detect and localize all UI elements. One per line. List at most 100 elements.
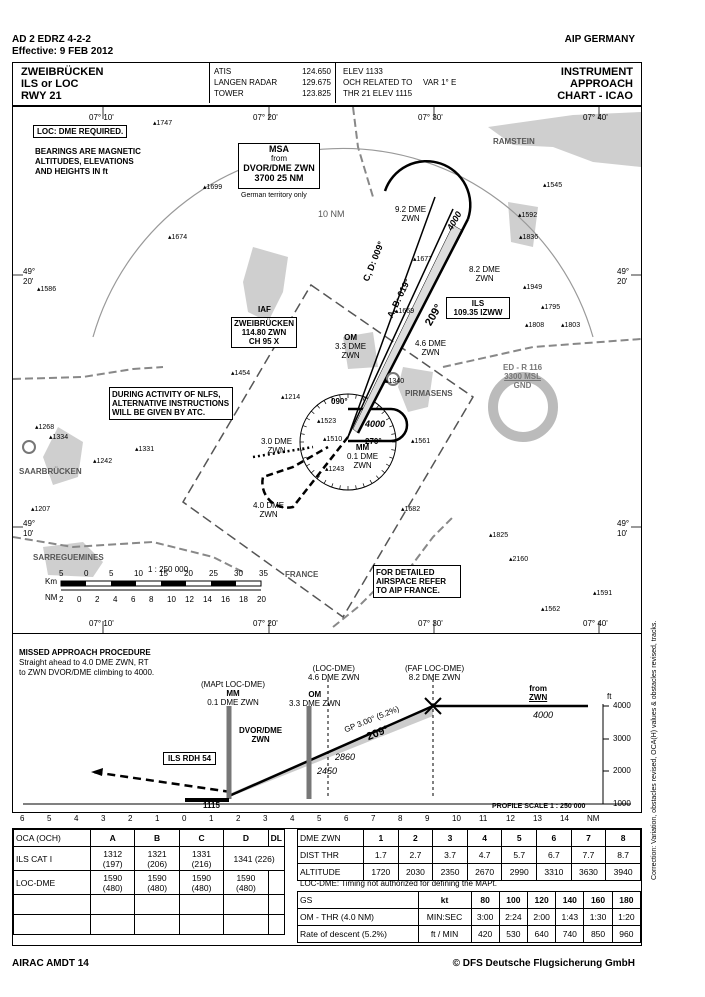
nm-row-tick: 2 <box>128 814 133 823</box>
ft-tick: 1000 <box>613 799 631 808</box>
rose-tick <box>369 479 373 484</box>
spot-elevation: ▴1808 <box>525 322 545 329</box>
ils-title: ILS <box>471 299 485 308</box>
fix-top: OM <box>308 690 322 699</box>
chart-type-line: INSTRUMENT <box>560 66 633 78</box>
latitude-label: 10' <box>23 529 34 538</box>
dvor-line: DVOR/DME <box>239 726 283 735</box>
table-cell: 960 <box>611 925 642 943</box>
nm-row-tick: 5 <box>317 814 322 823</box>
freq-value: 129.675 <box>302 78 331 87</box>
from-label: from <box>529 684 547 693</box>
terrain-shading <box>343 332 378 369</box>
spot-elevation: ▴1523 <box>317 418 337 425</box>
msa-station: DVOR/DME ZWN <box>243 163 315 173</box>
iaf-channel: CH 95 X <box>248 337 280 346</box>
scale-nm-tick: 18 <box>239 595 248 604</box>
table-cell: 2 <box>397 829 434 847</box>
nm-row-tick: 11 <box>479 814 488 823</box>
rose-tick <box>316 475 320 479</box>
latitude-label: 49° <box>617 267 630 276</box>
oca-table: OCA (OCH) A B C D DL ILS CAT I 1312 (197… <box>13 829 286 935</box>
spot-elevation: ▴1242 <box>93 458 113 465</box>
table-cell: 1312 (197) <box>89 846 136 871</box>
terrain-shading <box>243 247 288 322</box>
table-header: A <box>89 829 136 847</box>
rose-tick <box>362 396 365 401</box>
scale-nm-tick: 4 <box>113 595 118 604</box>
spot-elevation: ▴1949 <box>523 284 543 291</box>
threshold-elevation-profile: 1115 <box>203 801 220 810</box>
table-cell: 1:43 <box>555 908 585 926</box>
longitude-label: 07° 40' <box>583 113 608 122</box>
refer-note-line: FOR DETAILED <box>376 568 435 577</box>
nm-row-tick: 8 <box>398 814 403 823</box>
border-line <box>13 366 164 380</box>
table-cell: 6.7 <box>536 846 572 864</box>
fix-label: 4.6 DME <box>415 339 447 348</box>
spot-elevation: ▴1243 <box>325 466 345 473</box>
rose-tick <box>391 449 396 451</box>
table-header: C <box>178 829 225 847</box>
fix-label: 3.3 DME <box>335 342 367 351</box>
fix-top: (MAPt LOC-DME) <box>201 680 265 689</box>
table-cell: 4 <box>466 829 503 847</box>
table-cell: 1341 (226) <box>223 846 285 871</box>
spot-elevation: ▴1682 <box>401 506 421 513</box>
chart-type-line: CHART - ICAO <box>557 90 633 102</box>
fix-top: (LOC-DME) <box>312 664 355 673</box>
table-header: OCA (OCH) <box>13 829 91 847</box>
freq-name: TOWER <box>214 89 244 98</box>
missed-approach-line <box>92 770 232 794</box>
restricted-name: ED - R 116 <box>503 363 543 372</box>
spot-elevation: ▴1803 <box>561 322 581 329</box>
table-cell: 420 <box>470 925 500 943</box>
longitude-label: 07° 20' <box>253 619 278 628</box>
activity-note-line: ALTERNATIVE INSTRUCTIONS <box>112 399 230 408</box>
nm-row-tick: 4 <box>74 814 79 823</box>
table-cell: 2:24 <box>498 908 528 926</box>
hold-outbound: 270° <box>365 437 382 446</box>
longitude-label: 07° 10' <box>89 619 114 628</box>
nm-row-tick: 4 <box>290 814 295 823</box>
rose-tick <box>302 425 307 428</box>
fix-label: 4.0 DME <box>253 501 285 510</box>
scale-km-tick: 0 <box>84 569 89 578</box>
place-sarreguemines: SARREGUEMINES <box>33 553 104 562</box>
bearings-note-line: BEARINGS ARE MAGNETIC <box>35 147 141 156</box>
rose-tick <box>331 483 334 488</box>
from-label: ZWN <box>529 693 548 702</box>
table-cell: LOC-DME <box>13 870 91 895</box>
ils-rdh-box: ILS RDH 54 <box>163 752 217 765</box>
restricted-area-circle <box>488 372 558 442</box>
missed-approach-track <box>261 436 349 509</box>
nm-row-tick: 6 <box>20 814 25 823</box>
table-header: B <box>134 829 180 847</box>
rose-tick <box>381 470 385 474</box>
holding-pattern <box>348 407 409 443</box>
rose-tick <box>389 425 394 428</box>
scale-nm-tick: 10 <box>167 595 176 604</box>
rose-tick <box>355 485 357 490</box>
missed-approach-text: to ZWN DVOR/DME climbing to 4000. <box>19 668 155 677</box>
longitude-label: 07° 10' <box>89 113 114 122</box>
table-cell: 100 <box>498 891 528 909</box>
nm-row-tick: 9 <box>425 814 430 823</box>
faf-symbol <box>424 697 442 715</box>
tables-area: OCA (OCH) A B C D DL ILS CAT I 1312 (197… <box>12 828 642 946</box>
table-cell: 160 <box>583 891 613 909</box>
spot-elevation: ▴1561 <box>411 438 431 445</box>
fix-top: (FAF LOC-DME) <box>405 664 465 673</box>
border-line <box>442 338 641 368</box>
profile-scale: PROFILE SCALE 1 : 250 000 <box>492 803 586 810</box>
scale-km-tick: 15 <box>159 569 168 578</box>
scale-nm-tick: 8 <box>149 595 154 604</box>
rose-tick <box>316 405 320 409</box>
